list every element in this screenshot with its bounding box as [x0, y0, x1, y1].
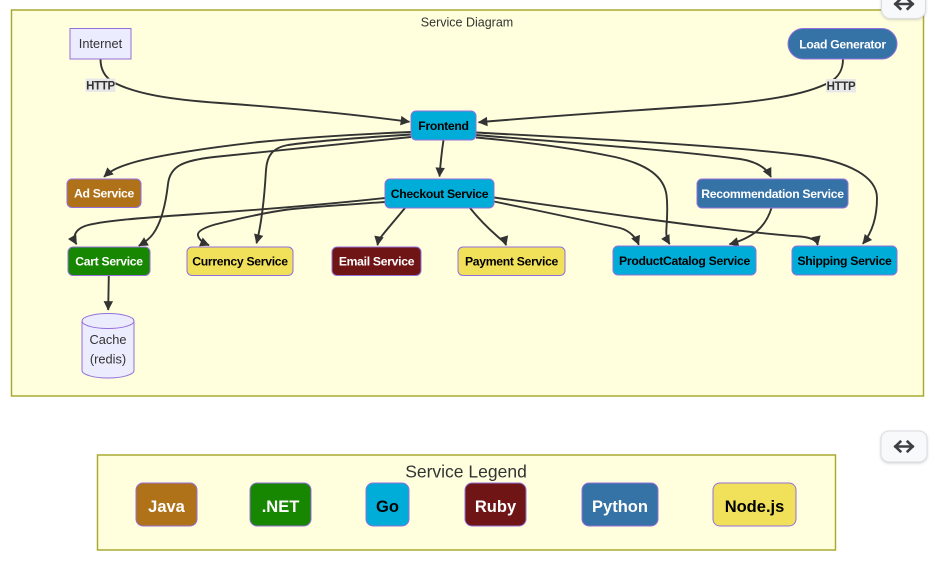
- svg-text:Recommendation Service: Recommendation Service: [701, 187, 844, 201]
- svg-text:(redis): (redis): [90, 352, 126, 367]
- svg-text:Ruby: Ruby: [475, 498, 517, 516]
- svg-text:Cache: Cache: [90, 332, 127, 347]
- svg-text:Frontend: Frontend: [418, 119, 468, 133]
- svg-text:Payment Service: Payment Service: [465, 255, 559, 269]
- svg-text:HTTP: HTTP: [827, 81, 856, 93]
- svg-text:Internet: Internet: [79, 36, 123, 51]
- svg-text:.NET: .NET: [262, 498, 300, 516]
- svg-text:Currency Service: Currency Service: [192, 255, 288, 269]
- svg-text:HTTP: HTTP: [86, 80, 115, 92]
- svg-text:Cart Service: Cart Service: [75, 255, 143, 269]
- svg-text:Go: Go: [376, 498, 399, 516]
- svg-text:Service Diagram: Service Diagram: [421, 16, 513, 30]
- svg-text:Service Legend: Service Legend: [405, 462, 527, 482]
- svg-text:Load Generator: Load Generator: [799, 38, 886, 52]
- svg-text:Ad Service: Ad Service: [74, 187, 135, 201]
- svg-text:Checkout Service: Checkout Service: [391, 187, 489, 201]
- svg-text:Python: Python: [592, 498, 648, 516]
- svg-text:Java: Java: [148, 498, 186, 516]
- svg-text:ProductCatalog Service: ProductCatalog Service: [619, 254, 750, 268]
- svg-text:Shipping Service: Shipping Service: [797, 254, 892, 268]
- svg-text:Node.js: Node.js: [725, 498, 785, 516]
- svg-text:Email Service: Email Service: [339, 255, 415, 269]
